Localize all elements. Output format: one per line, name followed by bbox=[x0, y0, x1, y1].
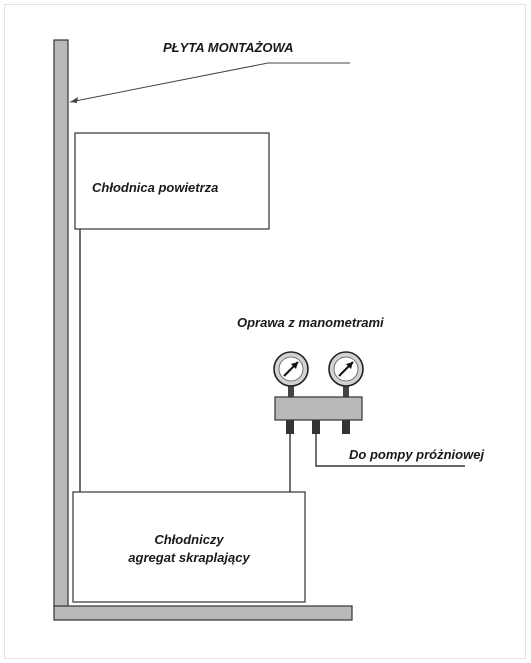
vacuum-pump-label: Do pompy próżniowej bbox=[349, 447, 484, 462]
plate-label-arrowhead bbox=[70, 97, 78, 103]
gauge-manifold-label: Oprawa z manometrami bbox=[237, 315, 384, 330]
right-pressure-gauge-icon bbox=[328, 351, 364, 387]
left-pressure-gauge-icon bbox=[273, 351, 309, 387]
mounting-plate-vertical bbox=[53, 39, 69, 609]
air-cooler-label: Chłodnica powietrza bbox=[92, 180, 218, 195]
condensing-unit-label-line2: agregat skraplający bbox=[128, 550, 250, 565]
gauge-manifold-body bbox=[274, 396, 363, 421]
plate-label-leader bbox=[69, 62, 350, 103]
vacuum-pump-hose bbox=[315, 434, 465, 467]
mounting-plate-label: PŁYTA MONTAŻOWA bbox=[163, 40, 293, 55]
middle-port bbox=[312, 420, 320, 434]
figure-border bbox=[4, 4, 526, 659]
condensing-unit-label-line1: Chłodniczy bbox=[154, 532, 224, 547]
condensing-unit-box bbox=[72, 491, 306, 603]
left-port bbox=[286, 420, 294, 434]
left-gauge-stem bbox=[288, 385, 294, 397]
air-cooler-box bbox=[74, 132, 270, 230]
mounting-plate-base bbox=[53, 605, 353, 621]
right-gauge-stem bbox=[343, 385, 349, 397]
right-port bbox=[342, 420, 350, 434]
